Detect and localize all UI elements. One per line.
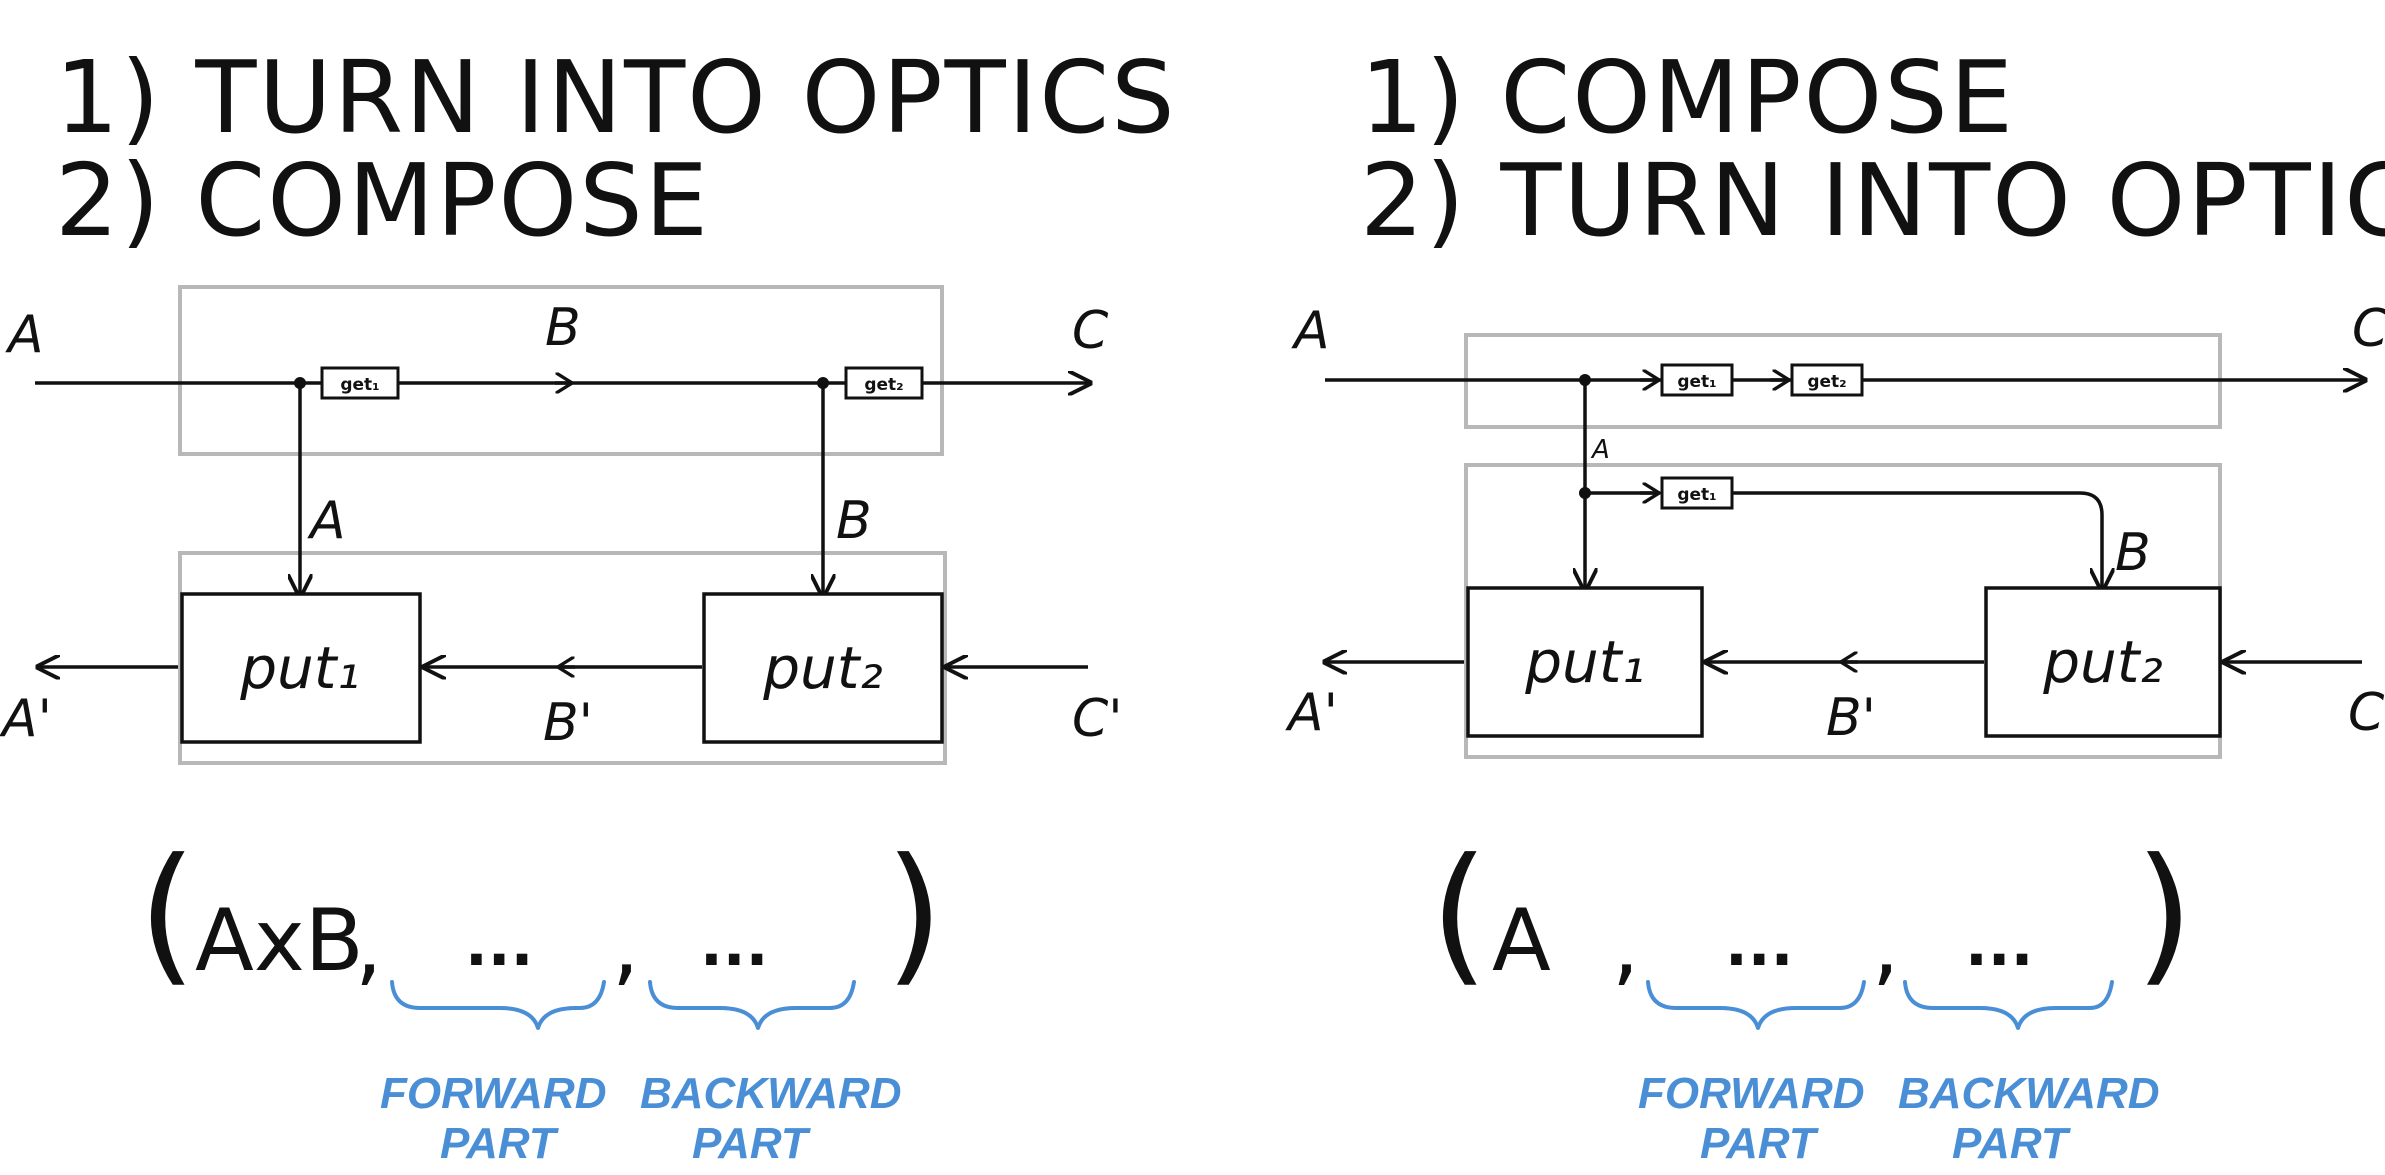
right-forward-note-line2: PART (1700, 1119, 1819, 1168)
right-backward-note-line2: PART (1952, 1119, 2071, 1168)
right-forward-brace (1646, 980, 1866, 1030)
right-get2-top-label: get₂ (1807, 372, 1846, 392)
right-tuple-comma-1: , (1612, 896, 1639, 996)
left-get1-box (320, 366, 400, 400)
right-tuple-comma-2: , (1872, 896, 1899, 996)
right-label-C-prime: C' (2348, 683, 2385, 743)
right-get1-top-label: get₁ (1677, 372, 1716, 392)
left-backward-note-line2: PART (692, 1119, 811, 1168)
right-put2-label: put₂ (2042, 628, 2163, 696)
left-forward-note-line1: FORWARD (380, 1069, 607, 1118)
left-put1-label: put₁ (239, 634, 360, 702)
left-get1-label: get₁ (340, 375, 379, 395)
left-put1-box (180, 592, 422, 744)
left-label-A-down: A (307, 491, 346, 551)
right-get1-top-box (1660, 363, 1734, 397)
right-label-A-small: A (1590, 435, 1610, 465)
right-get1-to-put2-wire (1732, 491, 2102, 590)
left-forward-brace (390, 980, 606, 1030)
left-label-B-prime: B' (543, 693, 593, 753)
left-tuple-close-paren: ) (885, 827, 944, 1001)
left-backward-note-line1: BACKWARD (640, 1069, 902, 1118)
right-get2-top-box (1790, 363, 1864, 397)
right-tuple-first: A (1492, 891, 1551, 991)
left-put2-label: put₂ (762, 634, 883, 702)
left-label-B: B (545, 298, 581, 358)
right-title-line1: 1) COMPOSE (1360, 39, 2015, 156)
right-label-C: C (2352, 299, 2385, 359)
left-forward-group-box (178, 285, 944, 456)
left-tuple-first: AxB (195, 891, 364, 991)
left-forward-note-line2: PART (440, 1119, 559, 1168)
left-label-B-down: B (836, 491, 872, 551)
right-label-A: A (1291, 301, 1330, 361)
right-put2-box (1984, 586, 2222, 738)
left-get2-box (844, 366, 924, 400)
right-label-B: B (2115, 523, 2151, 583)
left-panel: 1) TURN INTO OPTICS 2) COMPOSE get₁ get₂… (0, 39, 1177, 1168)
right-backward-note-line1: BACKWARD (1898, 1069, 2160, 1118)
right-backward-brace (1903, 980, 2114, 1030)
left-tuple-open-paren: ( (138, 827, 197, 1001)
right-backward-dots: ... (1965, 910, 2033, 980)
right-tuple-close-paren: ) (2135, 827, 2194, 1001)
right-forward-note-line1: FORWARD (1638, 1069, 1865, 1118)
left-label-C-prime: C' (1072, 689, 1123, 749)
left-backward-brace (648, 980, 856, 1030)
left-title-line1: 1) TURN INTO OPTICS (55, 39, 1177, 156)
left-title-line2: 2) COMPOSE (55, 142, 710, 259)
right-forward-dots: ... (1725, 910, 1793, 980)
right-label-B-prime: B' (1826, 688, 1876, 748)
right-label-A-prime: A' (1285, 683, 1338, 743)
left-tuple-comma-2: , (612, 896, 639, 996)
left-get2-label: get₂ (864, 375, 903, 395)
right-put1-box (1466, 586, 1704, 738)
right-get1-mid-label: get₁ (1677, 485, 1716, 505)
left-tuple-comma-1: , (355, 896, 382, 996)
left-put2-box (702, 592, 944, 744)
right-title-line2: 2) TURN INTO OPTICS (1360, 142, 2385, 259)
left-label-A: A (5, 305, 44, 365)
right-panel: 1) COMPOSE 2) TURN INTO OPTICS get₁ get₂… (1285, 39, 2385, 1168)
left-label-A-prime: A' (0, 689, 52, 749)
right-tuple-open-paren: ( (1430, 827, 1489, 1001)
left-label-C: C (1072, 301, 1109, 361)
left-backward-dots: ... (700, 910, 768, 980)
left-forward-dots: ... (465, 910, 533, 980)
right-put1-label: put₁ (1524, 628, 1645, 696)
